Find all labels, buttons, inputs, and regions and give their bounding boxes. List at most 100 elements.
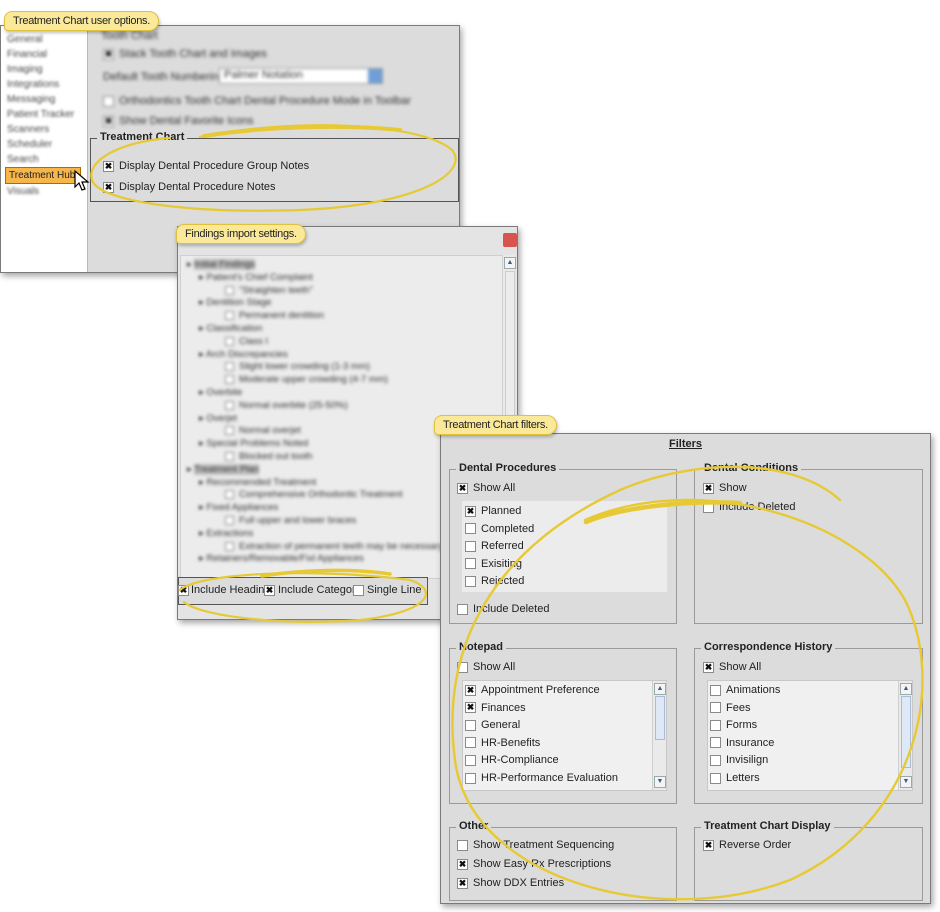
conditions-include-deleted[interactable]: Include Deleted — [703, 501, 795, 513]
list-item[interactable]: ✖Planned — [465, 505, 534, 523]
tree-checkbox[interactable] — [225, 541, 234, 551]
conditions-show[interactable]: ✖Show — [703, 482, 747, 494]
list-item[interactable]: ✖Show DDX Entries — [457, 877, 614, 896]
notepad-show-all[interactable]: Show All — [457, 661, 515, 673]
tree-checkbox[interactable] — [225, 285, 234, 295]
tree-checkbox[interactable] — [225, 362, 234, 372]
expand-icon[interactable]: ▸ — [187, 259, 195, 270]
sidebar-item-patient-tracker[interactable]: Patient Tracker — [7, 109, 75, 120]
tree-node[interactable]: ▸ Retainers/Removable/Fixl Appliances — [187, 553, 503, 566]
checkbox[interactable] — [710, 719, 721, 731]
checkbox[interactable] — [465, 540, 476, 552]
sidebar-item-general[interactable]: General — [7, 34, 43, 45]
tree-node[interactable]: ▸ Dentition Stage — [187, 297, 503, 310]
procedures-include-deleted[interactable]: Include Deleted — [457, 603, 549, 615]
include-heading-option[interactable]: ✖Include Heading — [178, 584, 271, 596]
checkbox[interactable] — [457, 839, 468, 851]
tree-checkbox[interactable] — [225, 515, 234, 525]
tree-node[interactable]: ▸ Patient's Chief Complaint — [187, 271, 503, 285]
tree-node[interactable]: "Straighten teeth" — [187, 285, 503, 298]
list-item[interactable]: HR-Benefits — [465, 737, 618, 755]
list-item[interactable]: Exisiting — [465, 558, 534, 576]
list-item[interactable]: Invisilign — [710, 754, 780, 772]
scroll-up-icon[interactable]: ▲ — [504, 257, 516, 269]
checkbox[interactable]: ✖ — [703, 839, 714, 851]
tree-node[interactable]: Slight lower crowding (1-3 mm) — [187, 361, 503, 374]
tree-checkbox[interactable] — [225, 426, 234, 436]
list-item[interactable]: Show Treatment Sequencing — [457, 839, 614, 858]
list-item[interactable]: ✖Finances — [465, 702, 618, 720]
checkbox[interactable] — [465, 719, 476, 731]
list-item[interactable]: ✖Show Easy Rx Prescriptions — [457, 858, 614, 877]
checkbox[interactable] — [465, 772, 476, 784]
checkbox[interactable] — [710, 737, 721, 749]
group-notes-option[interactable]: ✖Display Dental Procedure Group Notes — [103, 160, 310, 172]
checkbox[interactable]: ✖ — [465, 505, 476, 517]
tree-node[interactable]: Comprehensive Orthodontic Treatment — [187, 489, 503, 502]
scroll-up-icon[interactable]: ▲ — [900, 683, 912, 695]
sidebar-item-integrations[interactable]: Integrations — [7, 79, 60, 90]
favorite-icons-option[interactable]: ✖Show Dental Favorite Icons — [103, 115, 254, 127]
list-item[interactable]: HR-Performance Evaluation — [465, 772, 618, 790]
sidebar-item-imaging[interactable]: Imaging — [7, 64, 43, 75]
tree-node[interactable]: Extraction of permanent teeth may be nec… — [187, 541, 503, 554]
tree-node[interactable]: Moderate upper crowding (4-7 mm) — [187, 374, 503, 387]
scroll-down-icon[interactable]: ▼ — [900, 776, 912, 788]
tree-node[interactable]: ▸ Recommended Treatment — [187, 477, 503, 490]
tree-node[interactable]: Normal overbite (25-50%) — [187, 400, 503, 413]
sidebar-item-messaging[interactable]: Messaging — [7, 94, 56, 105]
tree-checkbox[interactable] — [225, 375, 234, 385]
expand-icon[interactable]: ▸ — [199, 553, 207, 565]
tree-node[interactable]: Class I — [187, 336, 503, 349]
sidebar-item-financial[interactable]: Financial — [7, 49, 48, 60]
list-item[interactable]: Letters — [710, 772, 780, 790]
tree-node[interactable]: ▸ Fixed Appliances — [187, 502, 503, 515]
include-category-option[interactable]: ✖Include Category — [264, 584, 362, 596]
checkbox[interactable] — [710, 754, 721, 766]
scroll-up-icon[interactable]: ▲ — [654, 683, 666, 695]
list-item[interactable]: Insurance — [710, 737, 780, 755]
notepad-scrollbar[interactable]: ▲ ▼ — [652, 681, 666, 790]
sidebar-item-treatment-hub[interactable]: Treatment Hub — [5, 167, 81, 184]
checkbox[interactable] — [710, 684, 721, 696]
checkbox[interactable] — [465, 558, 476, 570]
single-line-option[interactable]: Single Line — [353, 584, 421, 596]
list-item[interactable]: Rejected — [465, 575, 534, 593]
correspondence-show-all[interactable]: ✖Show All — [703, 661, 762, 673]
list-item[interactable]: ✖Reverse Order — [703, 839, 791, 858]
sidebar-item-search[interactable]: Search — [7, 154, 39, 165]
tree-checkbox[interactable] — [225, 451, 234, 461]
expand-icon[interactable]: ▸ — [199, 348, 206, 360]
tree-node[interactable]: ▸ Extractions — [187, 527, 503, 541]
procedures-show-all[interactable]: ✖Show All — [457, 482, 516, 494]
sidebar-item-visuals[interactable]: Visuals — [7, 186, 40, 197]
procedure-notes-option[interactable]: ✖Display Dental Procedure Notes — [103, 181, 276, 193]
checkbox[interactable]: ✖ — [465, 684, 476, 696]
checkbox[interactable] — [465, 523, 476, 535]
tree-checkbox[interactable] — [225, 311, 234, 321]
ortho-mode-option[interactable]: Orthodontics Tooth Chart Dental Procedur… — [103, 95, 411, 107]
tree-node[interactable]: Permanent dentition — [187, 310, 503, 323]
sidebar-item-scanners[interactable]: Scanners — [7, 124, 50, 135]
tree-node[interactable]: ▸ Overjet — [187, 413, 503, 426]
list-item[interactable]: Completed — [465, 523, 534, 541]
list-item[interactable]: Referred — [465, 540, 534, 558]
tree-node[interactable]: Normal overjet — [187, 425, 503, 438]
list-item[interactable]: General — [465, 719, 618, 737]
expand-icon[interactable]: ▸ — [199, 527, 207, 539]
list-item[interactable]: Fees — [710, 702, 780, 720]
tree-node[interactable]: Full upper and lower braces — [187, 515, 503, 528]
tree-node[interactable]: ▸ Arch Discrepancies — [187, 348, 503, 362]
expand-icon[interactable]: ▸ — [199, 438, 207, 450]
checkbox[interactable]: ✖ — [457, 858, 468, 870]
checkbox[interactable] — [465, 575, 476, 587]
expand-icon[interactable]: ▸ — [199, 502, 207, 514]
correspondence-scrollbar[interactable]: ▲ ▼ — [898, 681, 912, 790]
checkbox[interactable] — [710, 772, 721, 784]
expand-icon[interactable]: ▸ — [199, 271, 207, 283]
tree-node[interactable]: ▸ Classification — [187, 323, 503, 336]
checkbox[interactable] — [465, 754, 476, 766]
tree-node[interactable]: ▸ Treatment Plan — [187, 463, 503, 477]
list-item[interactable]: Animations — [710, 684, 780, 702]
group-notes-checkbox[interactable]: ✖ — [103, 160, 114, 172]
